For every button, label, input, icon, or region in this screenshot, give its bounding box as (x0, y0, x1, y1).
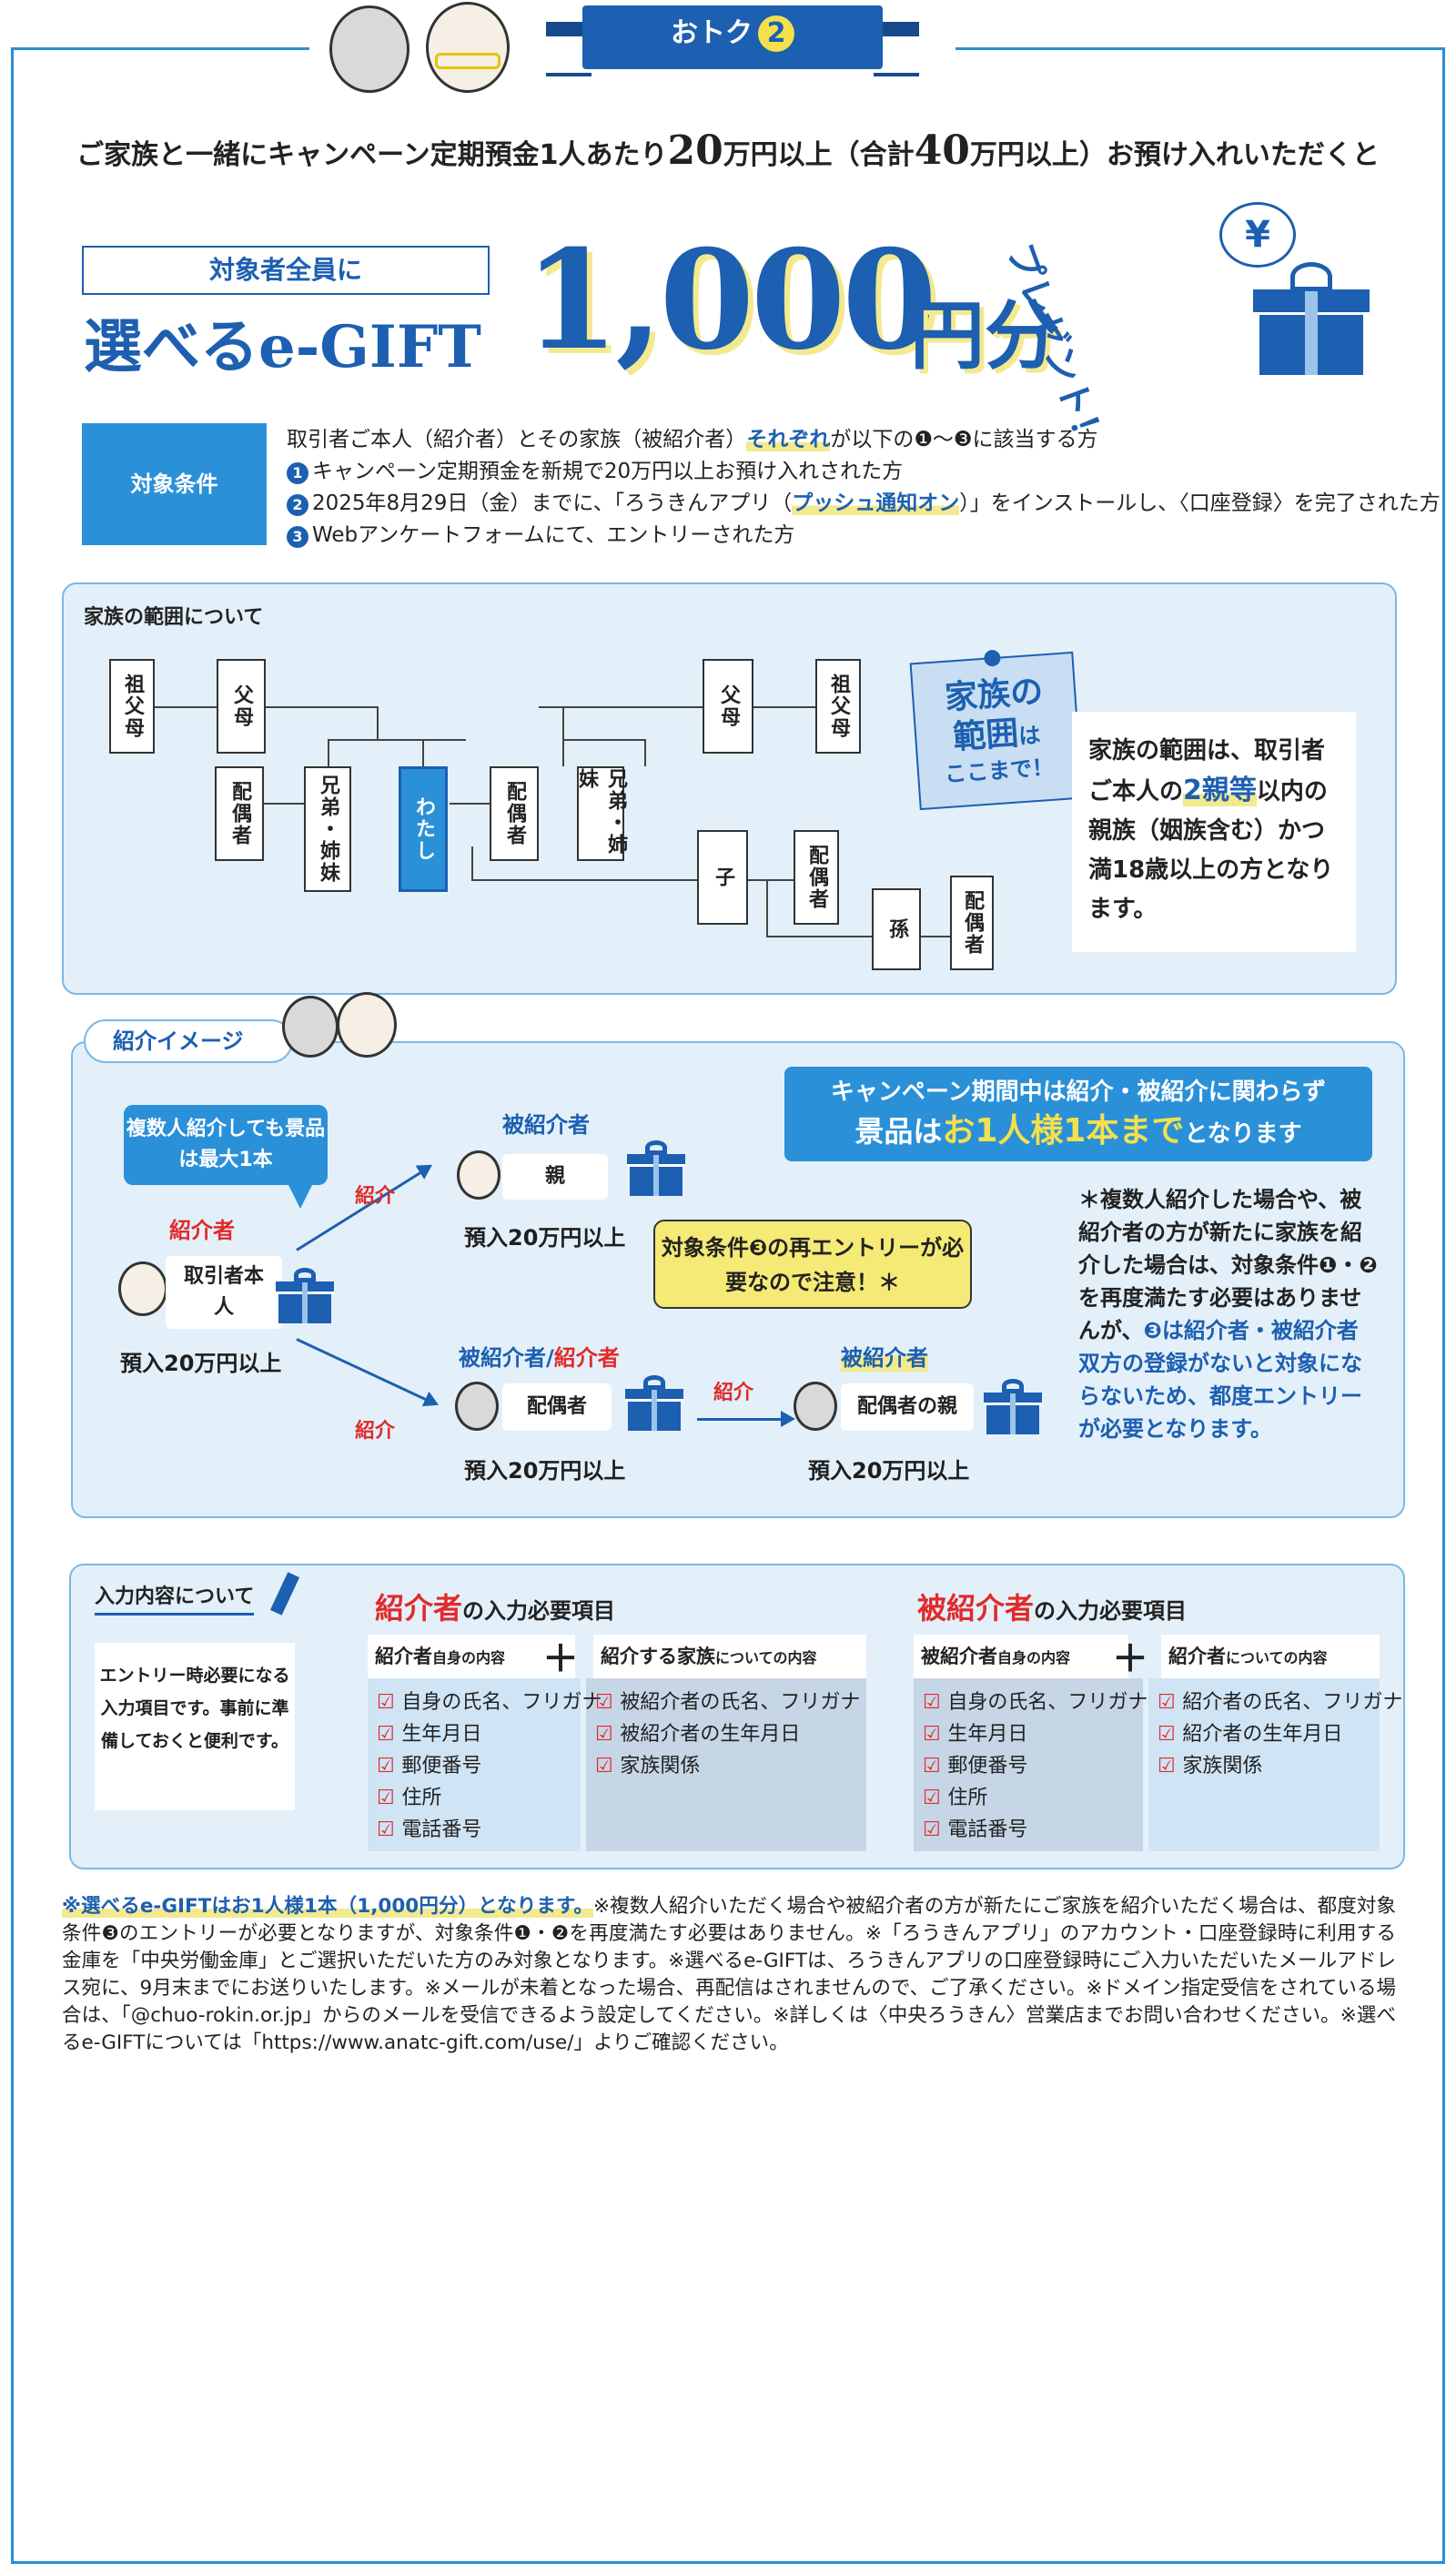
gift-box-icon (1253, 261, 1370, 375)
tree-grandchild-spouse: 配偶者 (950, 876, 994, 970)
referrer-card: 取引者本人 (166, 1256, 282, 1329)
tree-siblings-right: 兄弟・姉妹 (575, 766, 627, 861)
spouse-parent-amount: 預入20万円以上 (808, 1458, 970, 1484)
tree-me: わたし (399, 766, 448, 892)
referee-amount: 預入20万円以上 (464, 1225, 626, 1251)
man-face-icon (457, 1150, 500, 1200)
woman-face-icon (329, 5, 410, 93)
spouse-amount: 預入20万円以上 (464, 1458, 626, 1484)
referee-col2-head: 紹介者についての内容 (1161, 1635, 1380, 1678)
tree-spouse: 配偶者 (490, 766, 539, 861)
referrer-item: 自身の氏名、フリガナ (377, 1686, 602, 1715)
arrow-label-top: 紹介 (355, 1185, 396, 1208)
target-all-label: 対象者全員に (82, 246, 490, 295)
max-one-callout: 複数人紹介しても景品は最大1本 (124, 1105, 328, 1209)
referee-label: 被紹介者 (502, 1112, 590, 1138)
referrer-item: 生年月日 (377, 1717, 481, 1747)
intro-line: ご家族と一緒にキャンペーン定期預金1人あたり20万円以上（合計40万円以上）お預… (76, 127, 1380, 174)
spouse-parent-card: 配偶者の親 (841, 1383, 974, 1431)
arrow-label-right: 紹介 (713, 1382, 754, 1404)
gift-amount-suffix: 円分 (910, 293, 1060, 380)
family-scope-description: 家族の範囲は、取引者ご本人の2親等以内の親族（姻族含む）かつ満18歳以上の方とな… (1072, 712, 1356, 952)
tree-parents-right: 父母 (703, 659, 753, 754)
tree-parents-left: 父母 (217, 659, 266, 754)
woman-face-icon (282, 996, 339, 1058)
referee-item: 住所 (923, 1781, 987, 1810)
tree-grandparents-right: 祖父母 (815, 659, 861, 754)
family-scope-note: 家族の 範囲は ここまで！ (909, 649, 1084, 811)
referee-referrer-item: 紹介者の氏名、フリガナ (1158, 1686, 1402, 1715)
referee-item: 郵便番号 (923, 1749, 1027, 1778)
pin-icon (983, 649, 1002, 667)
tree-grandchild: 孫 (872, 888, 921, 970)
gift-amount: 1,000 (524, 220, 937, 380)
ribbon-number: 2 (758, 15, 794, 52)
woman-face-icon (455, 1382, 499, 1431)
referee-item: 電話番号 (923, 1813, 1027, 1842)
plus-icon: ＋ (1112, 1638, 1148, 1680)
entry-title: 入力内容について (95, 1580, 255, 1616)
gift-box-icon (983, 1379, 1043, 1434)
referee-col1-head: 被紹介者自身の内容 (914, 1635, 1128, 1678)
tree-siblings-left: 兄弟・姉妹 (304, 766, 351, 892)
tree-child: 子 (697, 830, 748, 925)
gift-box-icon (626, 1140, 686, 1196)
referral-tab: 紹介イメージ (84, 1019, 293, 1063)
referral-side-note: ＊複数人紹介した場合や、被紹介者の方が新たに家族を紹介した場合は、対象条件❶・❷… (1078, 1187, 1378, 1442)
referrer-family-item: 家族関係 (595, 1749, 700, 1778)
tree-grandparents-left: 祖父母 (109, 659, 155, 754)
referrer-item: 電話番号 (377, 1813, 481, 1842)
referee-req-title: 被紹介者の入力必要項目 (917, 1591, 1188, 1626)
reentry-warning-callout: 対象条件❸の再エントリーが必要なので注意！＊ (653, 1220, 972, 1309)
referee-referrer-label: 被紹介者/紹介者 (459, 1345, 620, 1371)
one-per-person-banner: キャンペーン期間中は紹介・被紹介に関わらず 景品はお1人様1本までとなります (784, 1067, 1372, 1161)
spouse-card: 配偶者 (502, 1383, 612, 1431)
woman-face-icon (794, 1382, 837, 1431)
final-referee-label: 被紹介者 (841, 1340, 928, 1372)
conditions-text: 取引者ご本人（紹介者）とその家族（被紹介者）それぞれが以下の❶～❸に該当する方 … (287, 424, 1441, 552)
referee-card: 親 (502, 1154, 608, 1200)
plus-icon: ＋ (542, 1638, 579, 1680)
ribbon-label: おトク (671, 17, 753, 49)
egift-title: 選べるe-GIFT (84, 313, 481, 381)
man-face-icon (337, 992, 397, 1058)
glasses-icon (435, 53, 500, 69)
referee-item: 生年月日 (923, 1717, 1027, 1747)
tree-spouse-left: 配偶者 (215, 766, 264, 861)
arrow-right (697, 1411, 795, 1427)
entry-note: エントリー時必要になる入力項目です。事前に準備しておくと便利です。 (95, 1643, 295, 1810)
man-face-icon (118, 1261, 167, 1316)
gift-box-icon (275, 1268, 335, 1323)
man-face-icon (426, 2, 510, 93)
gift-box-icon (624, 1375, 684, 1431)
referrer-col1-head: 紹介者自身の内容 (368, 1635, 575, 1678)
referrer-item: 郵便番号 (377, 1749, 481, 1778)
referee-referrer-item: 紹介者の生年月日 (1158, 1717, 1342, 1747)
footer-notes: ※選べるe-GIFTはお1人様1本（1,000円分）となります。※複数人紹介いた… (62, 1895, 1396, 2054)
referee-referrer-item: 家族関係 (1158, 1749, 1262, 1778)
referee-item: 自身の氏名、フリガナ (923, 1686, 1148, 1715)
referrer-item: 住所 (377, 1781, 441, 1810)
referrer-family-item: 被紹介者の氏名、フリガナ (595, 1686, 860, 1715)
referrer-label: 紹介者 (169, 1218, 235, 1243)
arrow-label-bottom: 紹介 (355, 1420, 396, 1443)
referrer-family-item: 被紹介者の生年月日 (595, 1717, 800, 1747)
yen-bubble-icon: ¥ (1219, 202, 1296, 268)
tree-child-spouse: 配偶者 (794, 830, 839, 925)
family-scope-title: 家族の範囲について (84, 606, 264, 629)
referrer-amount: 預入20万円以上 (120, 1351, 282, 1376)
conditions-label: 対象条件 (82, 423, 267, 545)
referrer-req-title: 紹介者の入力必要項目 (375, 1591, 616, 1626)
referrer-col2-head: 紹介する家族についての内容 (593, 1635, 866, 1678)
